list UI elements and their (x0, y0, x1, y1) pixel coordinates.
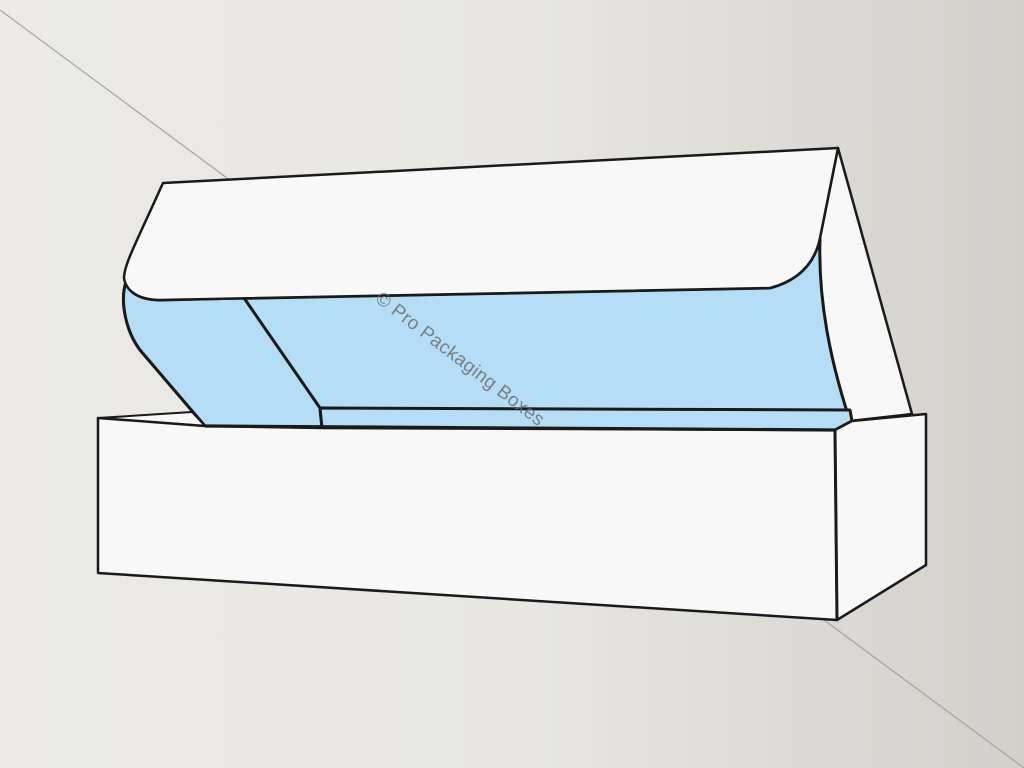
base-front-rim (204, 424, 836, 432)
base-front-panel (96, 416, 839, 622)
base-side-panel (833, 412, 928, 622)
base-corner-edge (833, 429, 839, 621)
lid-top-panel (122, 146, 840, 302)
